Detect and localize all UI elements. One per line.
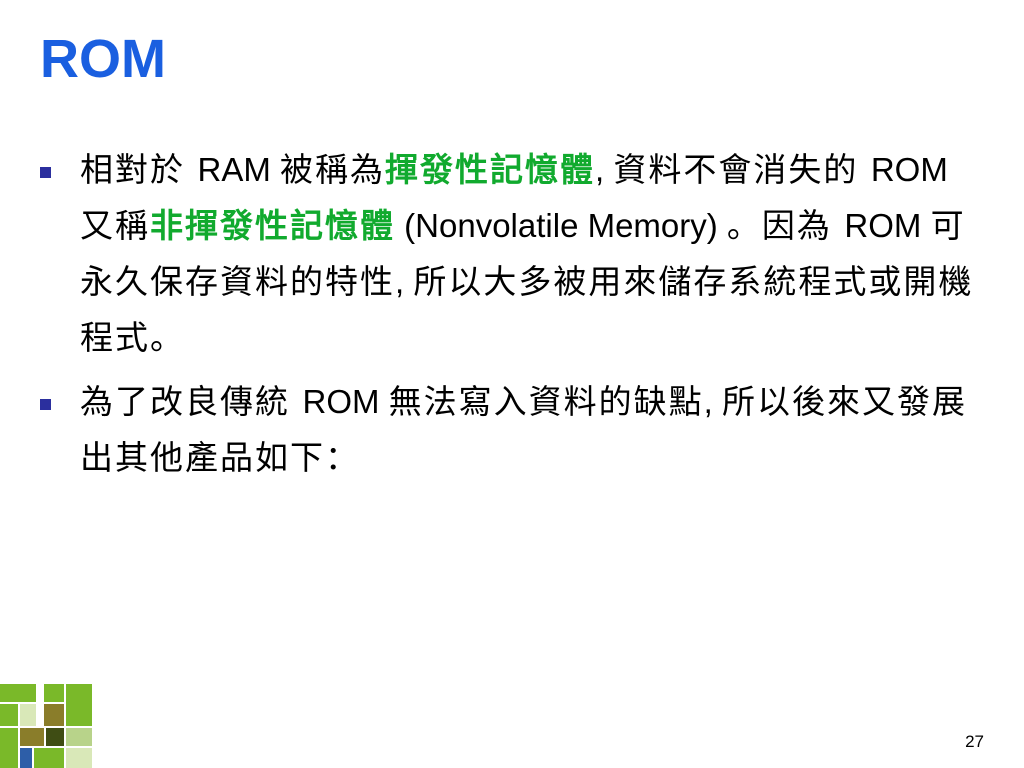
text-run: RAM xyxy=(197,151,280,188)
text-run: 。因為 xyxy=(726,206,845,245)
highlighted-term: 非揮發性記憶體 xyxy=(150,206,395,245)
logo-tile xyxy=(46,728,64,746)
text-run: 無法寫入資料的缺點 xyxy=(388,382,704,421)
square-bullet-icon xyxy=(40,399,51,410)
text-run: (Nonvolatile Memory) xyxy=(395,207,727,244)
text-run: , xyxy=(595,151,614,188)
logo-tile xyxy=(66,748,92,768)
bullet-text: 為了改良傳統 ROM 無法寫入資料的缺點, 所以後來又發展出其他產品如下： xyxy=(80,382,968,477)
logo-tile xyxy=(20,728,44,746)
text-run: 又稱 xyxy=(80,206,150,245)
logo-tile xyxy=(34,748,64,768)
text-run: ROM xyxy=(844,207,931,244)
logo-tile xyxy=(44,704,64,726)
text-run: 為了改良傳統 xyxy=(80,382,303,421)
mosaic-logo-icon xyxy=(0,684,92,768)
text-run: 被稱為 xyxy=(280,150,385,189)
logo-tile xyxy=(66,684,92,726)
text-run: , xyxy=(703,383,723,420)
logo-tile xyxy=(44,684,64,702)
bullet-text: 相對於 RAM 被稱為揮發性記憶體, 資料不會消失的 ROM 又稱非揮發性記憶體… xyxy=(80,150,974,357)
logo-tile xyxy=(0,704,18,726)
page-number: 27 xyxy=(965,732,984,751)
logo-tile xyxy=(0,684,36,702)
logo-tile xyxy=(0,728,18,768)
text-run: 可永久保存資料的特性 xyxy=(80,206,966,301)
logo-tile xyxy=(20,748,32,768)
text-run: ROM xyxy=(870,151,948,188)
logo-tile xyxy=(20,704,36,726)
square-bullet-icon xyxy=(40,167,51,178)
text-run: ROM xyxy=(302,383,389,420)
text-run: 相對於 xyxy=(80,150,198,189)
highlighted-term: 揮發性記憶體 xyxy=(385,150,595,189)
bullet-item: 相對於 RAM 被稱為揮發性記憶體, 資料不會消失的 ROM 又稱非揮發性記憶體… xyxy=(38,142,988,366)
bullet-item: 為了改良傳統 ROM 無法寫入資料的缺點, 所以後來又發展出其他產品如下： xyxy=(38,374,988,486)
text-run: 所以後來又發展出其他產品如下： xyxy=(80,382,968,477)
text-run: 所以大多被用來儲存系統程式或開機程式。 xyxy=(80,262,974,357)
text-run: 資料不會消失的 xyxy=(613,150,871,189)
text-run: , xyxy=(395,263,414,300)
logo-tile xyxy=(66,728,92,746)
slide-title: ROM xyxy=(40,29,166,89)
bullet-list: 相對於 RAM 被稱為揮發性記憶體, 資料不會消失的 ROM 又稱非揮發性記憶體… xyxy=(38,142,988,494)
